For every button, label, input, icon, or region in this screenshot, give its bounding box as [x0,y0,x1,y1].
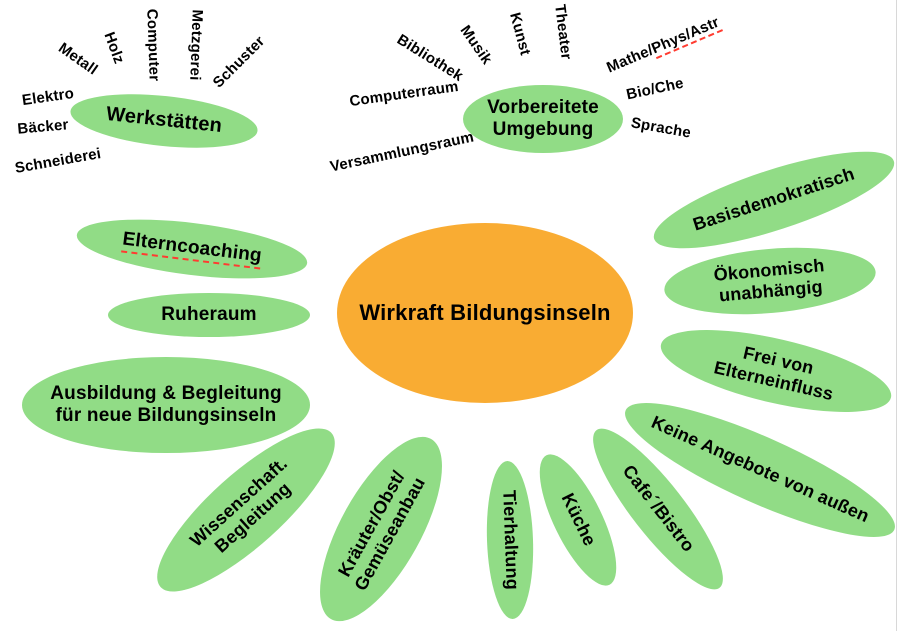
spoke-mathe-misspelled-part: Phys/Astr [649,13,723,60]
spoke-theater[interactable]: Theater [551,3,575,61]
node-label: Werkstätten [105,103,224,138]
node-oekonomisch-unabhaengig[interactable]: Ökonomisch unabhängig [661,239,879,323]
node-tierhaltung[interactable]: Tierhaltung [484,460,536,620]
spoke-mathe-phys-astr[interactable]: Mathe/Phys/Astr [604,13,723,77]
node-elterncoaching[interactable]: Elterncoaching [73,209,311,289]
spoke-schneiderei[interactable]: Schneiderei [13,145,103,177]
node-label-line1: Vorbereitete [487,96,599,118]
spoke-elektro[interactable]: Elektro [20,84,76,110]
spoke-baecker[interactable]: Bäcker [16,116,70,138]
node-center-wirkraft-bildungsinseln[interactable]: Wirkraft Bildungsinseln [337,223,633,403]
center-node-label: Wirkraft Bildungsinseln [359,300,611,326]
node-label: Ruheraum [161,303,257,325]
spoke-metzgerei[interactable]: Metzgerei [186,9,206,81]
node-label-line1: Ausbildung & Begleitung [50,382,282,404]
spoke-mathe-prefix: Mathe/ [604,41,656,77]
node-label-line2: für neue Bildungsinseln [55,405,277,426]
node-label-line2: Umgebung [492,119,594,140]
spoke-computer[interactable]: Computer [143,8,163,82]
spoke-holz[interactable]: Holz [100,29,128,67]
node-ruheraum[interactable]: Ruheraum [108,293,310,337]
spoke-bibliothek[interactable]: Bibliothek [393,31,467,85]
spoke-versammlungsraum[interactable]: Versammlungsraum [328,128,476,176]
node-ausbildung-begleitung[interactable]: Ausbildung & Begleitung für neue Bildung… [22,357,310,453]
spoke-metall[interactable]: Metall [55,39,101,79]
node-label: Cafe´/Bistro [618,461,699,556]
spoke-sprache[interactable]: Sprache [629,114,693,142]
node-basisdemokratisch[interactable]: Basisdemokratisch [644,132,900,268]
spoke-computerraum[interactable]: Computerraum [348,77,460,111]
node-label: Tierhaltung [498,489,523,591]
spoke-musik[interactable]: Musik [456,22,496,68]
node-vorbereitete-umgebung[interactable]: Vorbereitete Umgebung [463,85,623,153]
node-label: Küche [557,490,600,550]
canvas-right-edge [896,0,897,631]
spoke-schuster[interactable]: Schuster [209,32,269,92]
node-label: Elterncoaching [121,228,263,270]
spoke-bio-che[interactable]: Bio/Che [624,74,686,104]
node-label: Basisdemokratisch [690,163,858,235]
spoke-kunst[interactable]: Kunst [506,10,534,58]
